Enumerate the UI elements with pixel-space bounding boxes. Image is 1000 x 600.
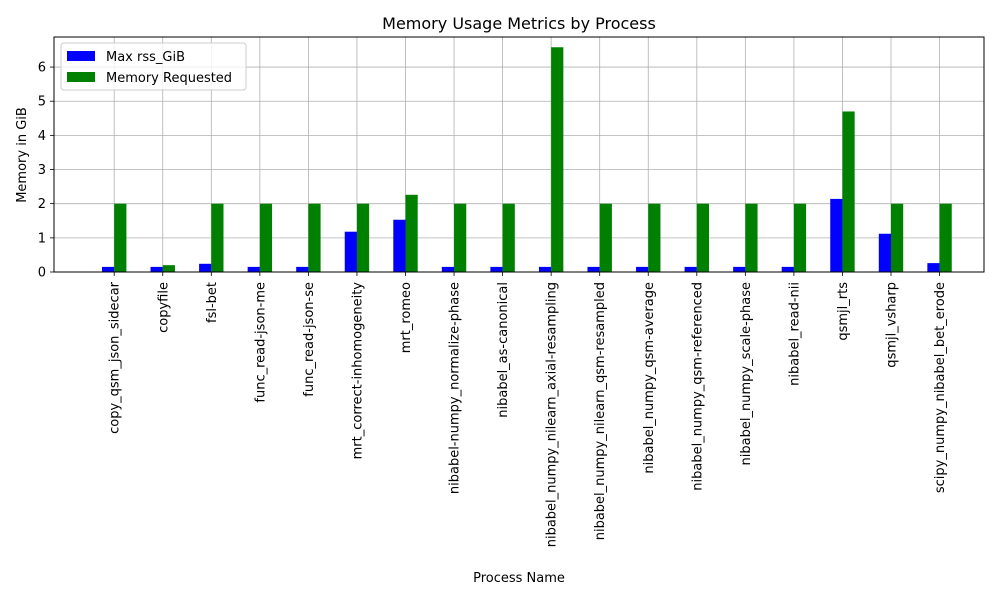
x-tick-label: copy_qsm_json_sidecar [108,281,123,434]
bar-max-rss [344,231,357,272]
bar-memory-requested [599,203,612,272]
y-tick-label: 2 [38,197,46,212]
bar-max-rss [781,266,794,272]
y-tick-label: 5 [38,95,46,110]
x-tick-label: qsmjl_rts [836,282,851,341]
y-tick-label: 3 [38,163,46,178]
x-tick-label: nibabel_numpy_nilearn_axial-resampling [545,282,560,547]
bar-memory-requested [114,203,127,272]
bar-max-rss [636,266,649,272]
plot-frame [53,36,985,273]
legend-label-memory-requested: Memory Requested [106,71,232,86]
y-tick-label: 1 [38,231,46,246]
bar-max-rss [150,266,163,272]
y-axis-label: Memory in GiB [15,107,30,203]
bar-max-rss [830,198,843,272]
bar-memory-requested [502,203,515,272]
x-tick-label: mrt_correct-inhomogeneity [350,282,365,460]
bar-max-rss [733,266,746,272]
legend-swatch-memory-requested [67,72,95,82]
bar-memory-requested [793,203,807,272]
bar-max-rss [490,266,503,272]
y-axis: 0 1 2 3 4 5 6 [38,61,54,281]
bar-max-rss [441,266,455,272]
legend: Max rss_GiB Memory Requested [60,42,247,91]
x-tick-label: mrt_romeo [399,282,414,353]
bar-max-rss [102,266,115,272]
x-tick-label: nibabel_as-canonical [496,282,511,418]
bar-memory-requested [162,265,175,272]
bar-memory-requested [939,203,952,272]
bar-max-rss [296,266,309,272]
y-tick-label: 0 [38,266,46,281]
x-tick-label: nibabel_numpy_nilearn_qsm-resampled [593,282,608,540]
x-tick-label: nibabel-numpy_normalize-phase [448,282,463,494]
x-tick-label: copyfile [156,282,171,333]
x-tick-label: nibabel_read-nii [787,282,802,386]
x-tick-label: qsmjl_vsharp [885,282,900,368]
bar-memory-requested [551,47,564,272]
bar-memory-requested [211,203,224,272]
legend-frame [60,42,247,91]
bar-memory-requested [648,203,661,272]
legend-swatch-max-rss [67,51,95,61]
bar-memory-requested [891,203,904,272]
bars [102,47,952,272]
bar-memory-requested [405,194,418,272]
x-tick-label: func_read-json-me [253,282,268,403]
x-axis: copy_qsm_json_sidecar copyfile fsl-bet func… [108,272,948,547]
y-tick-label: 4 [38,129,46,144]
bar-memory-requested [745,203,758,272]
bar-max-rss [247,266,260,272]
x-tick-label: nibabel_numpy_qsm-average [642,282,657,474]
bar-memory-requested [454,203,467,272]
chart-title: Memory Usage Metrics by Process [382,14,656,33]
x-tick-label: scipy_numpy_nibabel_bet_erode [933,282,948,493]
x-tick-label: nibabel_numpy_scale-phase [739,282,754,465]
legend-label-max-rss: Max rss_GiB [106,50,185,65]
bar-memory-requested [356,203,370,272]
bar-max-rss [393,219,406,272]
bar-max-rss [684,266,697,272]
y-tick-label: 6 [38,61,46,76]
x-tick-label: nibabel_numpy_qsm-referenced [690,282,705,491]
bar-max-rss [587,266,600,272]
x-tick-label: func_read-json-se [302,282,317,397]
bar-memory-requested [696,203,709,272]
x-axis-label: Process Name [473,571,565,586]
bar-memory-requested [259,203,273,272]
bar-max-rss [927,263,940,272]
bar-max-rss [538,266,552,272]
bar-max-rss [878,233,891,272]
bar-max-rss [199,263,212,272]
bar-memory-requested [842,111,855,272]
x-tick-label: fsl-bet [205,282,220,323]
bar-memory-requested [308,203,321,272]
